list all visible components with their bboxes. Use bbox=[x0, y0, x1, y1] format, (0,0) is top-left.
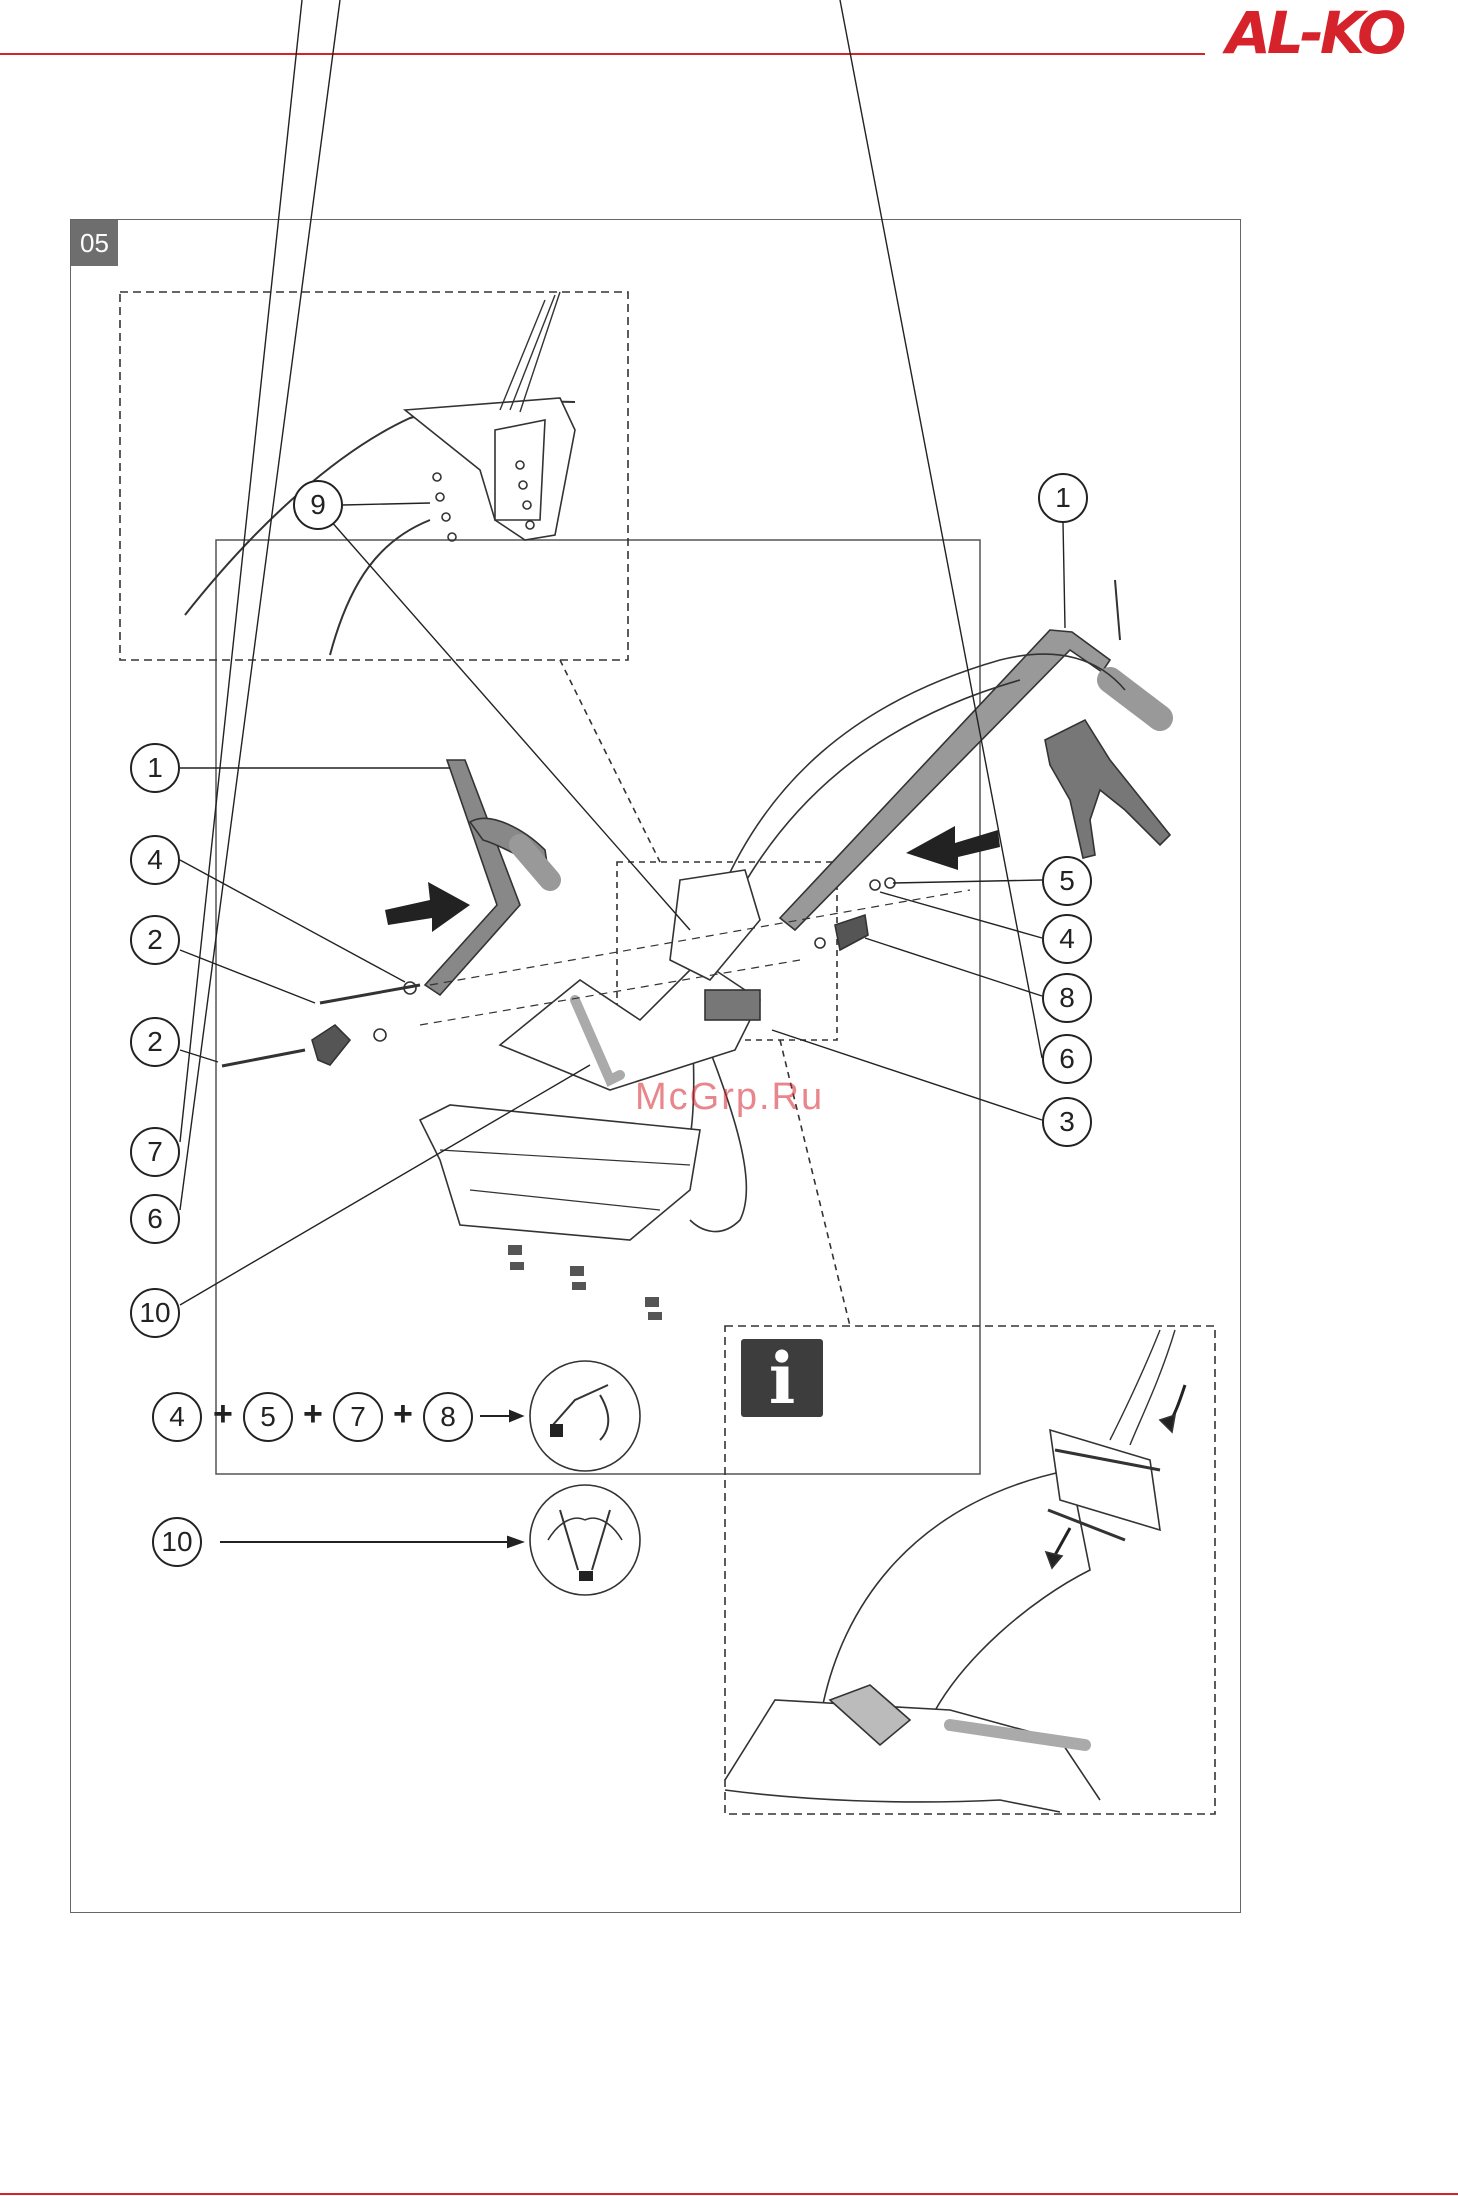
legend-plus: + bbox=[393, 1397, 413, 1431]
legend-item-5: 5 bbox=[243, 1392, 293, 1442]
callout-1-left: 1 bbox=[130, 743, 180, 793]
callout-3: 3 bbox=[1042, 1097, 1092, 1147]
callout-6-left: 6 bbox=[130, 1194, 180, 1244]
callout-2-upper: 2 bbox=[130, 915, 180, 965]
callout-1-right: 1 bbox=[1038, 473, 1088, 523]
callout-6-right: 6 bbox=[1042, 1034, 1092, 1084]
callout-10: 10 bbox=[130, 1288, 180, 1338]
arrow-right-to-left bbox=[906, 826, 1000, 870]
legend-item-8: 8 bbox=[423, 1392, 473, 1442]
callout-4-right: 4 bbox=[1042, 914, 1092, 964]
legend-plus: + bbox=[303, 1397, 323, 1431]
info-icon: i bbox=[741, 1339, 823, 1417]
callout-2-lower: 2 bbox=[130, 1017, 180, 1067]
legend-item-7: 7 bbox=[333, 1392, 383, 1442]
watermark: McGrp.Ru bbox=[635, 1076, 824, 1119]
callout-4-left: 4 bbox=[130, 835, 180, 885]
callout-7: 7 bbox=[130, 1127, 180, 1177]
adjust-tilt-symbol bbox=[530, 1361, 640, 1471]
legend-item-4: 4 bbox=[152, 1392, 202, 1442]
arrow-left-to-right bbox=[385, 882, 470, 932]
legend-plus: + bbox=[213, 1397, 233, 1431]
callout-5: 5 bbox=[1042, 856, 1092, 906]
callout-9: 9 bbox=[293, 480, 343, 530]
footer-rule bbox=[0, 2193, 1458, 2195]
callout-8: 8 bbox=[1042, 973, 1092, 1023]
legend-item-10: 10 bbox=[152, 1517, 202, 1567]
